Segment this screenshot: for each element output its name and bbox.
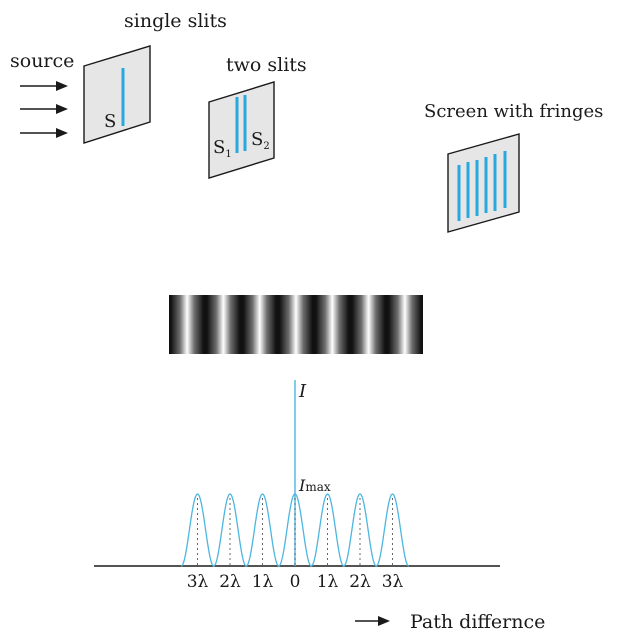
intensity-graph: I Imax 3λ 2λ 1λ 0 1λ 2λ 3λ [94,380,500,592]
single-slit-plane: S [83,45,151,144]
bright-fringe [170,295,204,354]
path-difference-caption: Path differnce [355,611,545,633]
single-slits-label: single slits [124,10,227,32]
svg-text:Imax: Imax [298,476,331,495]
x-tick-label: 0 [290,572,301,592]
x-tick-label: 3λ [382,572,404,592]
bright-fringe [352,295,385,354]
x-tick-label: 3λ [187,572,209,592]
imax-subscript: max [305,480,331,494]
slit-s2-subscript: 2 [263,141,269,152]
source-arrows [20,81,68,138]
slit-s-label: S [104,111,116,132]
source-label: source [10,50,74,72]
path-difference-label: Path differnce [410,611,545,632]
x-tick-label: 2λ [349,572,371,592]
bright-fringe [207,295,240,354]
slit-s1-subscript: 1 [225,149,231,160]
two-slits-label: two slits [226,54,307,76]
arrow-right-icon [20,104,68,114]
imax-label: I [298,476,306,495]
y-axis-label: I [298,381,307,402]
bright-fringe [243,295,277,354]
bright-fringe [279,295,313,354]
fringe-screen [447,133,520,233]
slit-s1-label: S [213,137,225,158]
x-tick-label: 1λ [317,572,339,592]
x-tick-label: 2λ [219,572,241,592]
svg-text:S1: S1 [213,137,232,160]
bright-fringe [388,295,422,354]
arrow-right-icon [378,616,390,626]
fringe-pattern-band [169,295,423,354]
x-tick-label: 1λ [252,572,274,592]
bright-fringe [315,295,349,354]
screen-label: Screen with fringes [424,101,603,122]
svg-text:S2: S2 [251,129,270,152]
arrow-right-icon [20,128,68,138]
arrow-right-icon [20,81,68,91]
intensity-curve [181,493,409,567]
double-slit-plane: S1 S2 [208,81,275,179]
slit-s2-label: S [251,129,263,150]
